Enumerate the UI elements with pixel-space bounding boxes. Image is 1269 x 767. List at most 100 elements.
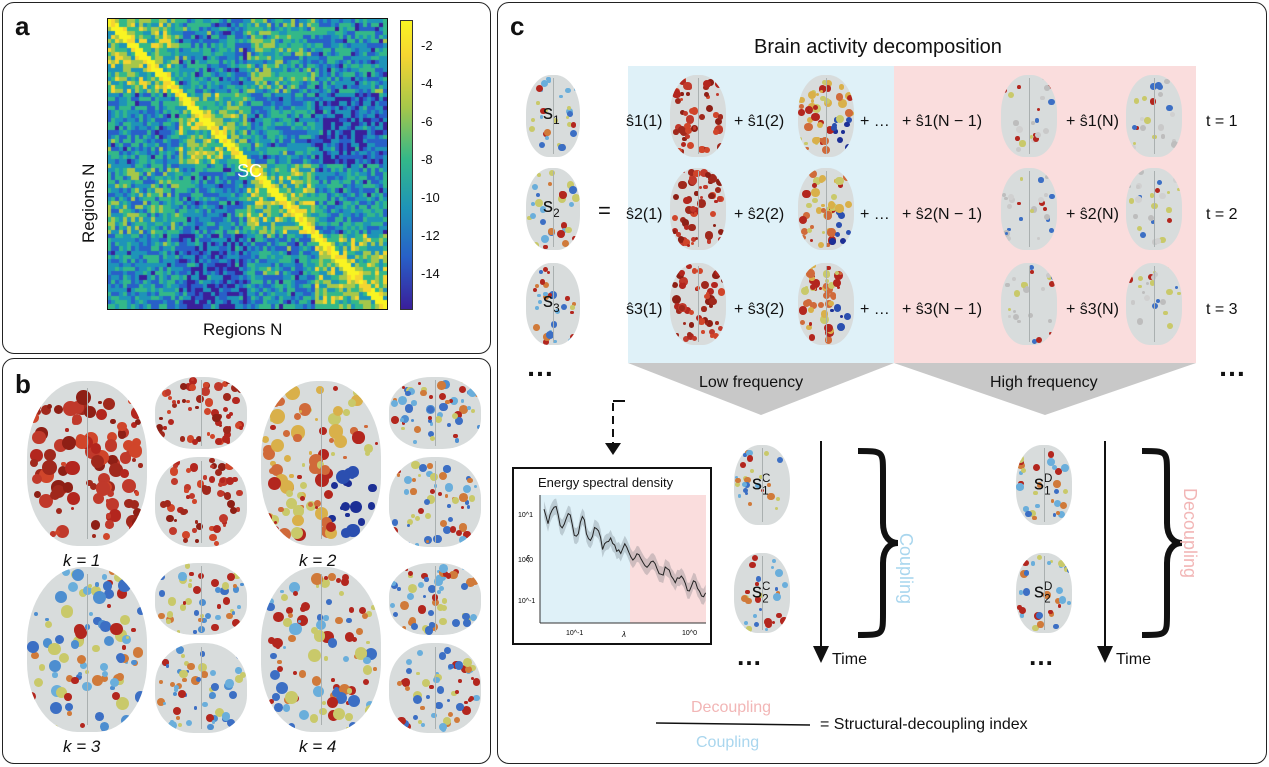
brain-node — [181, 531, 190, 540]
brain-node — [232, 611, 236, 615]
brain-node — [811, 182, 817, 188]
brain-node — [415, 516, 421, 522]
brain-node — [1017, 319, 1021, 324]
brain-node — [266, 602, 276, 612]
brain-node — [40, 405, 51, 416]
brain-node — [44, 620, 53, 628]
brain-node — [214, 540, 220, 546]
brain-node — [120, 715, 132, 726]
brain-node — [195, 523, 203, 531]
brain-node — [188, 583, 193, 588]
brain-node — [344, 467, 355, 478]
brain-node — [203, 381, 209, 388]
brain-node — [462, 705, 472, 715]
brain-node — [470, 408, 476, 414]
brain-node — [686, 85, 692, 90]
brain-node — [1167, 264, 1172, 268]
brain-node — [410, 623, 418, 631]
brain-node — [808, 334, 816, 341]
brain-node — [298, 710, 309, 721]
brain-node — [800, 286, 810, 296]
brain-node — [117, 430, 127, 440]
brain-node — [431, 712, 437, 718]
brain-node — [717, 196, 723, 202]
brain-node — [401, 427, 405, 431]
brain-node — [50, 702, 63, 715]
brain-node — [456, 529, 463, 537]
brain-node — [815, 136, 820, 142]
brain-node — [128, 444, 143, 458]
brain-node — [401, 385, 405, 389]
brain-node — [102, 532, 110, 540]
brain-node — [89, 611, 94, 616]
brain-node — [713, 332, 720, 339]
coupling-label: Coupling — [895, 533, 916, 604]
brain-node — [194, 520, 199, 525]
brain-node — [219, 477, 225, 483]
brain-node — [1019, 140, 1026, 147]
brain-node — [1004, 231, 1009, 236]
brain-node — [706, 239, 712, 244]
brain-node — [65, 460, 80, 476]
brain-node — [131, 437, 142, 448]
brain-node — [1169, 111, 1175, 117]
brain-node — [216, 489, 225, 498]
brain-node — [1028, 509, 1036, 517]
brain-node — [566, 106, 571, 111]
brain-node — [238, 425, 244, 431]
brain-node — [1136, 318, 1143, 325]
brain-node — [684, 123, 691, 130]
brain-node — [818, 137, 824, 143]
brain-node — [744, 597, 752, 605]
brain-node — [417, 473, 422, 478]
brain-node — [235, 666, 242, 674]
brain-node — [1035, 503, 1040, 509]
brain-node — [540, 79, 549, 88]
brain-node — [1152, 134, 1157, 140]
brain-node — [1005, 282, 1011, 288]
brain-node — [679, 305, 685, 311]
brain-top-k1 — [27, 381, 147, 546]
brain-node — [394, 565, 400, 570]
brain-node — [1053, 623, 1060, 630]
brain-node — [401, 625, 407, 631]
brain-node — [1150, 274, 1156, 281]
brain-node — [286, 607, 294, 615]
brain-node — [684, 239, 688, 244]
brain-node — [531, 118, 536, 123]
brain-node — [712, 272, 720, 280]
brain-node — [286, 490, 294, 497]
brain-node — [1023, 285, 1031, 293]
brain-node — [1013, 120, 1019, 126]
brain-node — [1048, 281, 1055, 288]
brain-node — [535, 192, 540, 197]
brain-node — [695, 286, 700, 291]
brain-node — [267, 636, 275, 644]
brain-node — [172, 459, 180, 466]
brain-node — [169, 467, 179, 476]
brain-node — [686, 91, 690, 96]
brain-node — [173, 684, 180, 691]
brain-node — [1140, 231, 1147, 238]
brain-node — [345, 512, 350, 518]
brain-node — [425, 694, 430, 699]
brain-node — [52, 672, 58, 678]
brain-node — [215, 707, 225, 717]
brain-node — [743, 620, 749, 625]
colorbar-tick-label: -10 — [421, 190, 440, 205]
brain-node — [672, 193, 680, 201]
brain-node — [397, 716, 406, 726]
brain-node — [343, 409, 350, 416]
brain-node — [1147, 215, 1155, 222]
decoupling-label: Decoupling — [1179, 488, 1200, 578]
brain-node — [672, 294, 682, 304]
brain-node — [95, 408, 107, 420]
brain-node — [1043, 127, 1050, 134]
brain-node — [1053, 480, 1061, 488]
brain-node — [406, 523, 410, 527]
brain-node — [424, 577, 429, 582]
colorbar-tick-label: -12 — [421, 228, 440, 243]
brain-node — [108, 509, 121, 522]
brain-node — [201, 618, 207, 624]
brain-node — [825, 125, 835, 135]
